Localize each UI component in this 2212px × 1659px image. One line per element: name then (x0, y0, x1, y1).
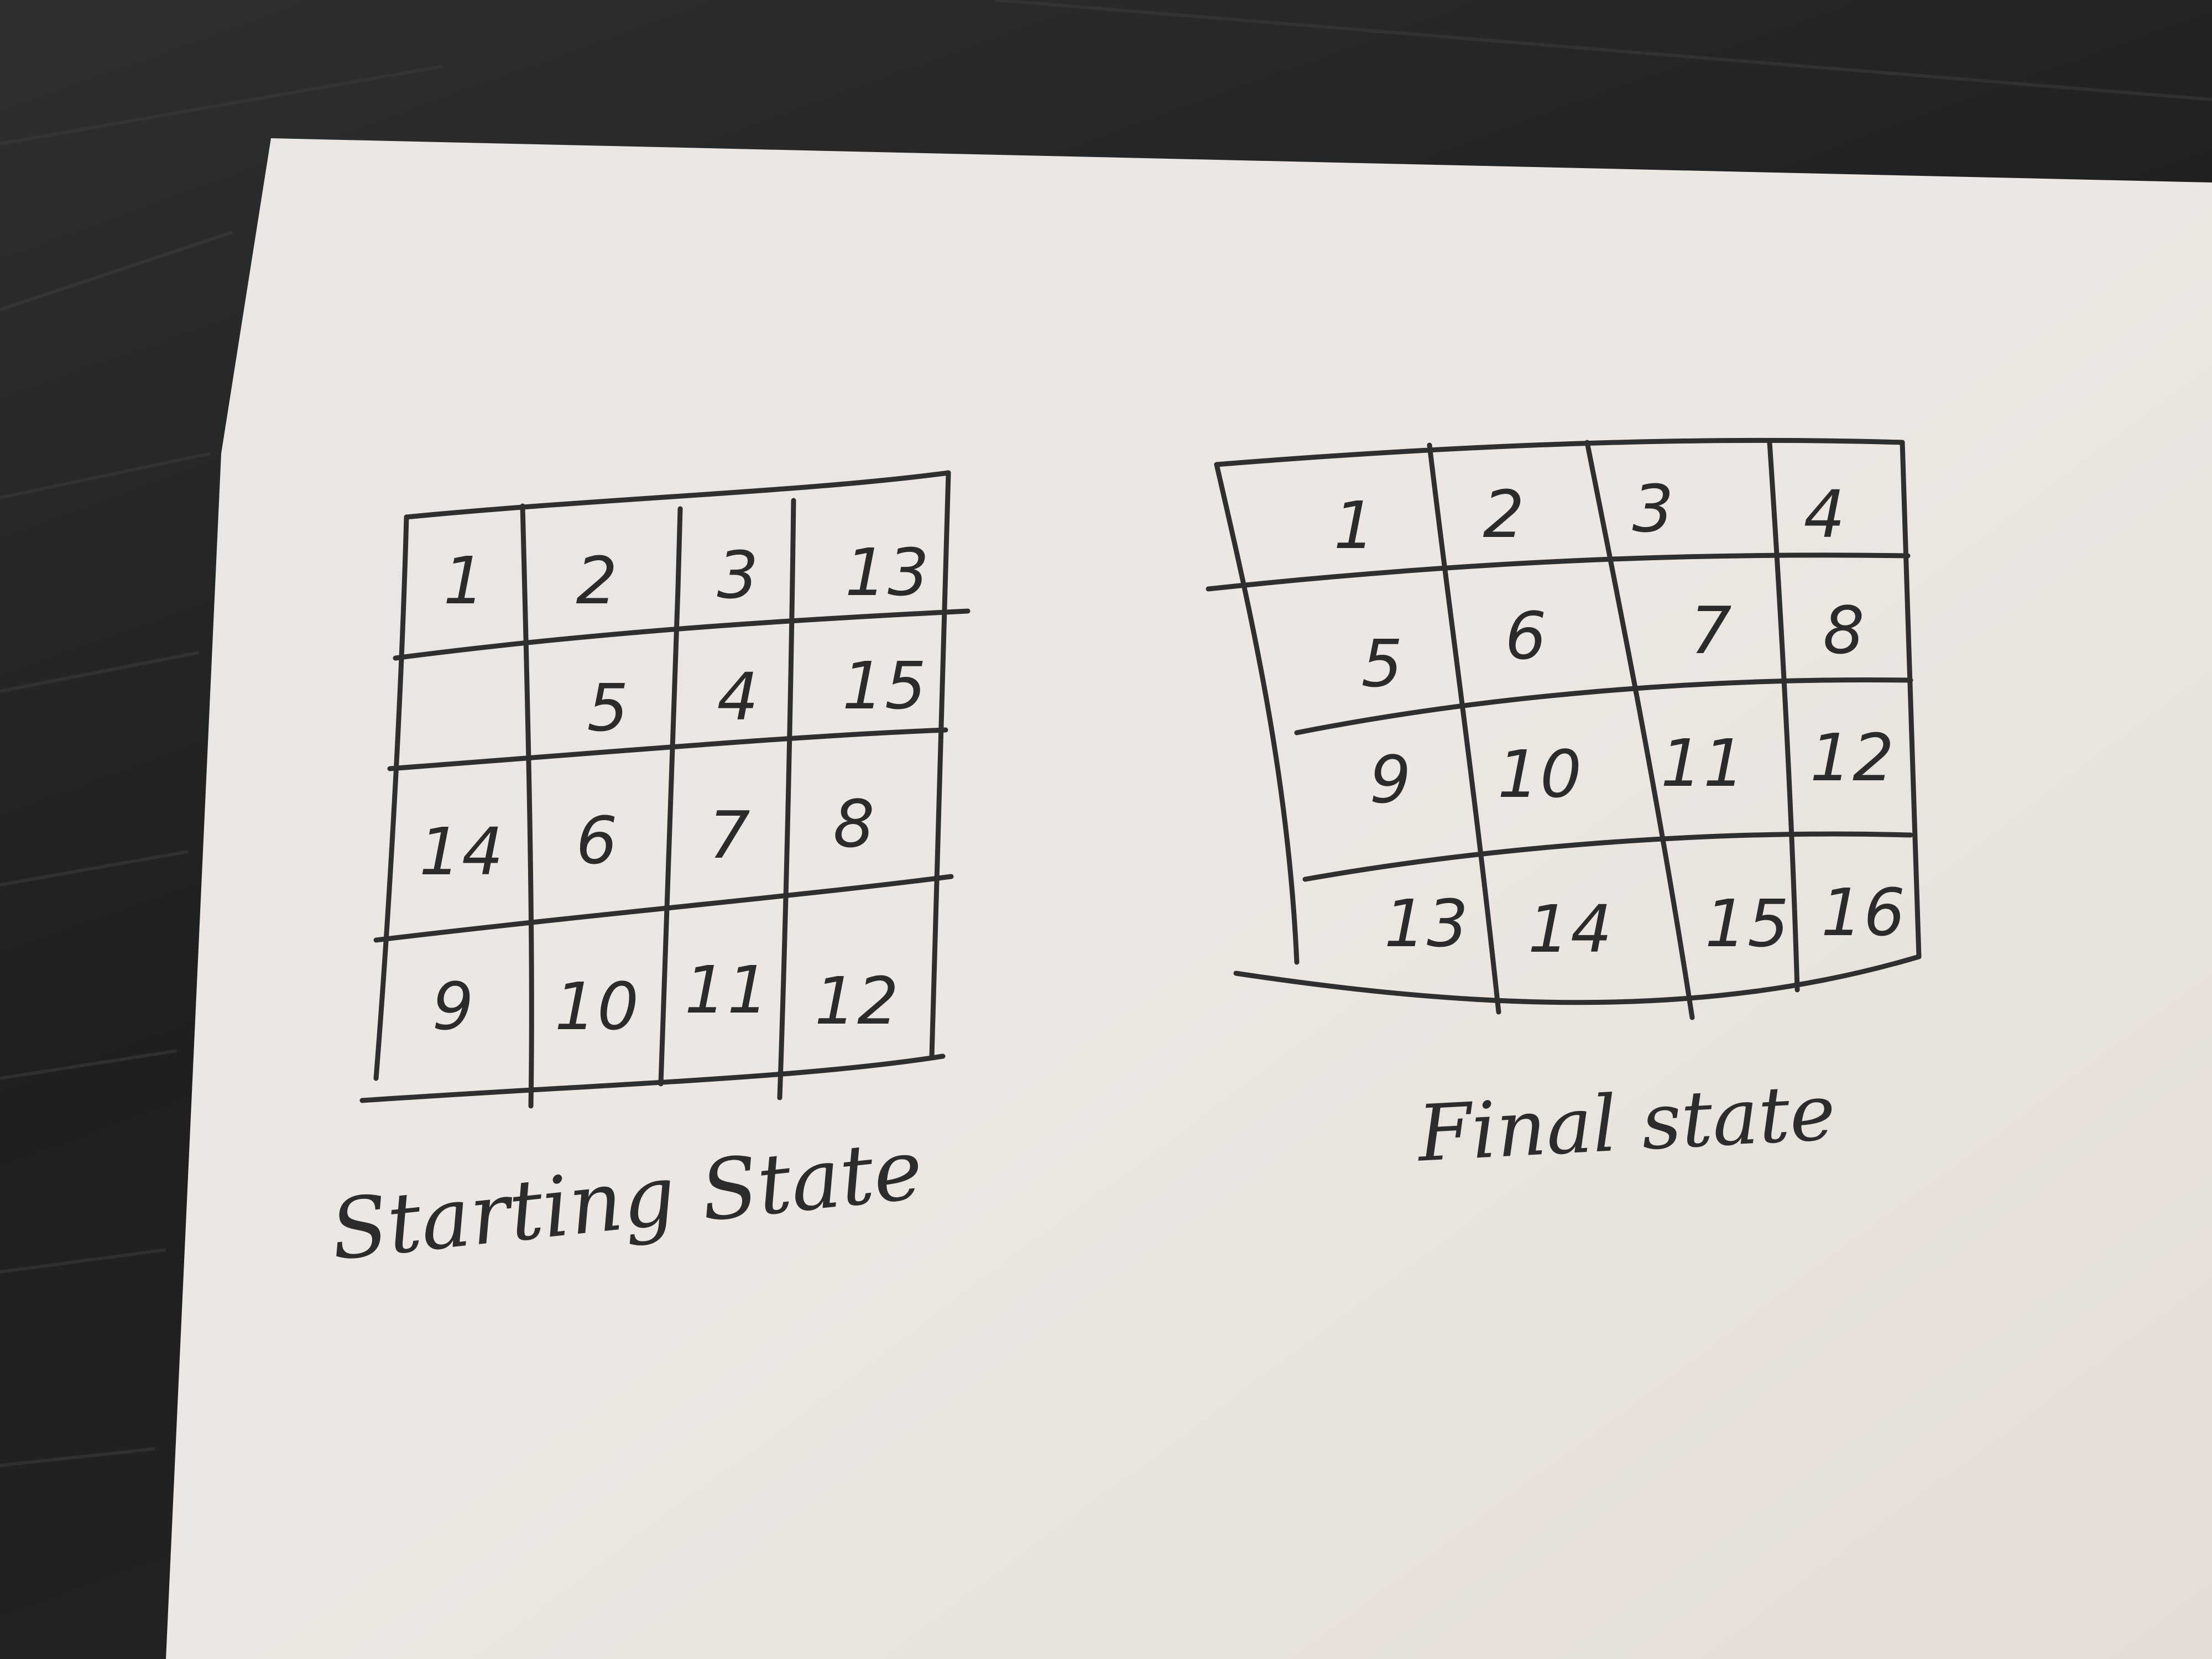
starting-grid-col-line-3 (777, 498, 796, 1100)
final-cell-r3-c2: 10 (1497, 736, 1583, 812)
starting-grid-row-line-2 (387, 727, 948, 771)
starting-cell-r1-c2: 2 (576, 542, 619, 619)
final-cell-r4-c2: 14 (1527, 891, 1614, 967)
starting-cell-r3-c1: 14 (419, 813, 505, 890)
starting-grid-row-line-3 (373, 874, 954, 943)
final-cell-r1-c1: 1 (1333, 487, 1376, 564)
starting-grid-col-line-4 (929, 470, 951, 1059)
final-grid-col-line-4 (1900, 440, 1922, 959)
final-cell-r1-c3: 3 (1632, 471, 1675, 547)
final-cell-r2-c2: 6 (1505, 598, 1548, 674)
final-cell-r1-c4: 4 (1803, 476, 1846, 552)
final-cell-r4-c4: 16 (1820, 874, 1907, 951)
final-cell-r1-c2: 2 (1483, 476, 1526, 552)
final-cell-r3-c3: 11 (1660, 725, 1746, 801)
final-cell-r2-c3: 7 (1690, 592, 1733, 669)
starting-cell-r3-c3: 7 (708, 797, 752, 873)
starting-grid-row-line-1 (393, 608, 971, 661)
starting-cell-r2-c1 (398, 647, 531, 747)
final-cell-r4-c3: 15 (1704, 885, 1791, 962)
final-grid-col-line-3 (1767, 440, 1800, 993)
final-grid-col-line-0 (1214, 462, 1300, 965)
final-grid-bottom-border (1233, 954, 1922, 1005)
final-cell-r2-c4: 8 (1823, 592, 1866, 669)
starting-grid-col-line-0 (373, 514, 409, 1081)
starting-cell-r4-c1: 9 (432, 968, 475, 1045)
starting-cell-r3-c2: 6 (576, 802, 619, 879)
starting-cell-r2-c4: 15 (842, 648, 928, 724)
starting-cell-r4-c3: 11 (684, 952, 770, 1028)
final-cell-r4-c1: 13 (1384, 885, 1470, 962)
starting-cell-r1-c4: 13 (844, 534, 931, 611)
starting-cell-r3-c4: 8 (833, 786, 876, 862)
starting-grid-top-border (404, 470, 951, 520)
final-cell-r3-c4: 12 (1809, 719, 1896, 796)
starting-cell-r2-c2: 5 (587, 670, 630, 746)
starting-cell-r4-c4: 12 (814, 963, 900, 1039)
starting-cell-r4-c2: 10 (554, 968, 640, 1045)
final-grid-row-line-2 (1294, 677, 1913, 735)
final-cell-r2-c1: 5 (1361, 625, 1404, 702)
final-grid-col-line-1 (1427, 442, 1501, 1015)
starting-cell-r1-c3: 3 (717, 537, 760, 613)
starting-grid-col-line-1 (520, 503, 534, 1109)
starting-grid-col-line-2 (658, 506, 683, 1087)
final-grid-row-line-3 (1302, 831, 1913, 882)
starting-grid-bottom-border (359, 1053, 946, 1103)
final-grid-col-line-2 (1584, 440, 1695, 1020)
final-cell-r3-c1: 9 (1369, 742, 1412, 818)
starting-cell-r1-c1: 1 (443, 542, 486, 619)
final-grid-top-border (1214, 437, 1905, 467)
starting-cell-r2-c3: 4 (717, 659, 760, 735)
final-grid-row-line-1 (1206, 552, 1911, 592)
